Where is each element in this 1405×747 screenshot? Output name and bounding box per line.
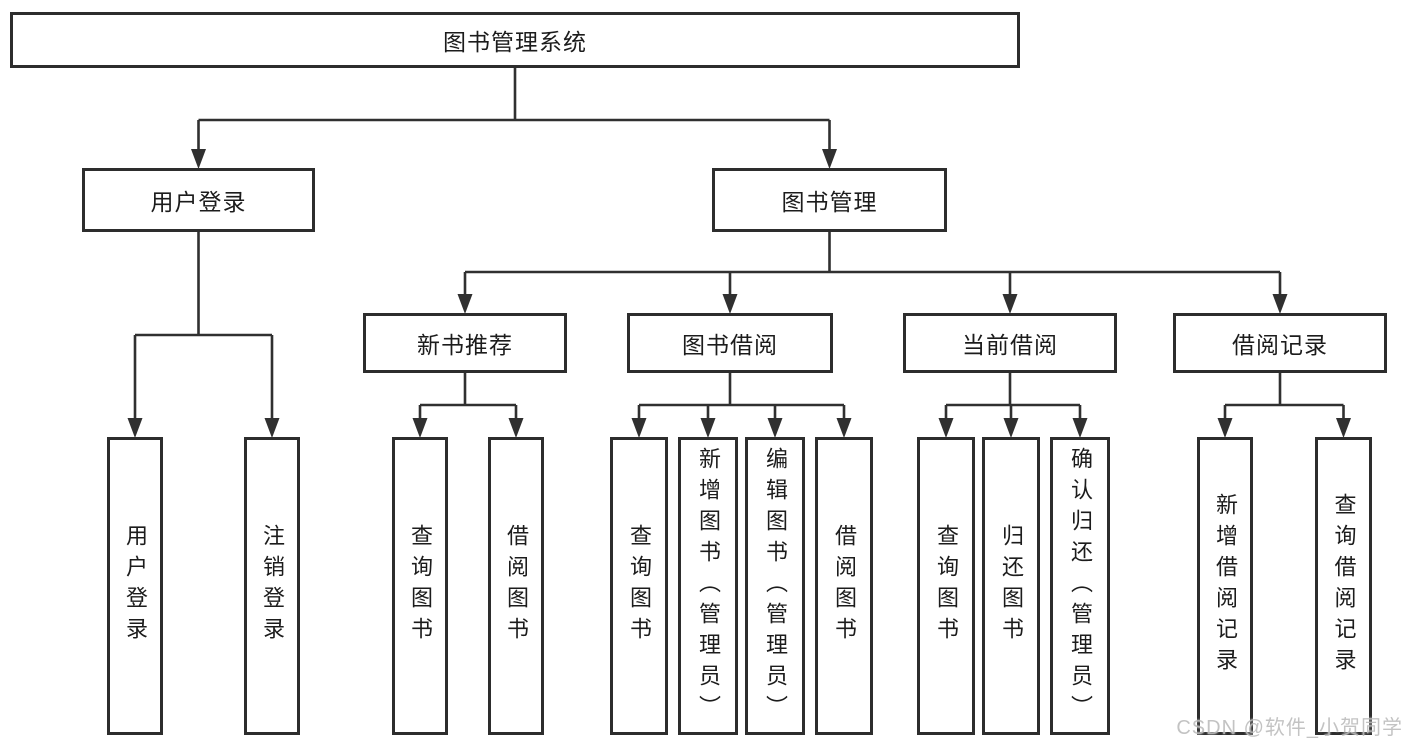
leaf-current-query-books-label: 查询图书 (934, 524, 959, 648)
node-user-login-label: 用户登录 (150, 189, 247, 215)
leaf-add-books-admin: 新增图书（管理员） (678, 437, 738, 735)
leaf-confirm-return-admin-label: 确认归还（管理员） (1068, 446, 1093, 726)
node-borrow-records: 借阅记录 (1173, 313, 1387, 373)
node-borrow-records-label: 借阅记录 (1232, 332, 1328, 358)
leaf-add-borrow-record-label: 新增借阅记录 (1213, 493, 1238, 679)
leaf-add-books-admin-label: 新增图书（管理员） (696, 446, 721, 726)
leaf-confirm-return-admin: 确认归还（管理员） (1050, 437, 1110, 735)
node-new-book-recommend: 新书推荐 (363, 313, 567, 373)
node-book-borrow-label: 图书借阅 (682, 332, 778, 358)
node-user-login: 用户登录 (82, 168, 315, 232)
leaf-return-books: 归还图书 (982, 437, 1040, 735)
leaf-add-borrow-record: 新增借阅记录 (1197, 437, 1253, 735)
node-root-label: 图书管理系统 (443, 29, 587, 55)
leaf-query-borrow-record-label: 查询借阅记录 (1331, 493, 1357, 679)
leaf-user-login-label: 用户登录 (123, 524, 148, 648)
leaf-newbook-borrow-books-label: 借阅图书 (504, 524, 529, 648)
leaf-query-borrow-record: 查询借阅记录 (1315, 437, 1372, 735)
node-book-management-label: 图书管理 (781, 189, 878, 215)
node-current-borrow: 当前借阅 (903, 313, 1117, 373)
node-current-borrow-label: 当前借阅 (962, 332, 1058, 358)
leaf-borrow-books: 借阅图书 (815, 437, 873, 735)
csdn-watermark: CSDN @软件_小贺同学 (1176, 717, 1403, 739)
leaf-current-query-books: 查询图书 (917, 437, 975, 735)
leaf-borrow-query-books: 查询图书 (610, 437, 668, 735)
leaf-borrow-query-books-label: 查询图书 (627, 524, 652, 648)
node-root: 图书管理系统 (10, 12, 1020, 68)
leaf-newbook-borrow-books: 借阅图书 (488, 437, 544, 735)
leaf-newbook-query-books-label: 查询图书 (408, 524, 433, 648)
leaf-return-books-label: 归还图书 (999, 524, 1024, 648)
leaf-borrow-books-label: 借阅图书 (832, 524, 857, 648)
node-new-book-recommend-label: 新书推荐 (417, 332, 513, 358)
leaf-edit-books-admin-label: 编辑图书（管理员） (763, 446, 788, 726)
leaf-user-login: 用户登录 (107, 437, 163, 735)
leaf-edit-books-admin: 编辑图书（管理员） (745, 437, 805, 735)
node-book-borrow: 图书借阅 (627, 313, 833, 373)
leaf-logout-label: 注销登录 (260, 524, 285, 648)
leaf-logout: 注销登录 (244, 437, 300, 735)
node-book-management: 图书管理 (712, 168, 947, 232)
leaf-newbook-query-books: 查询图书 (392, 437, 448, 735)
